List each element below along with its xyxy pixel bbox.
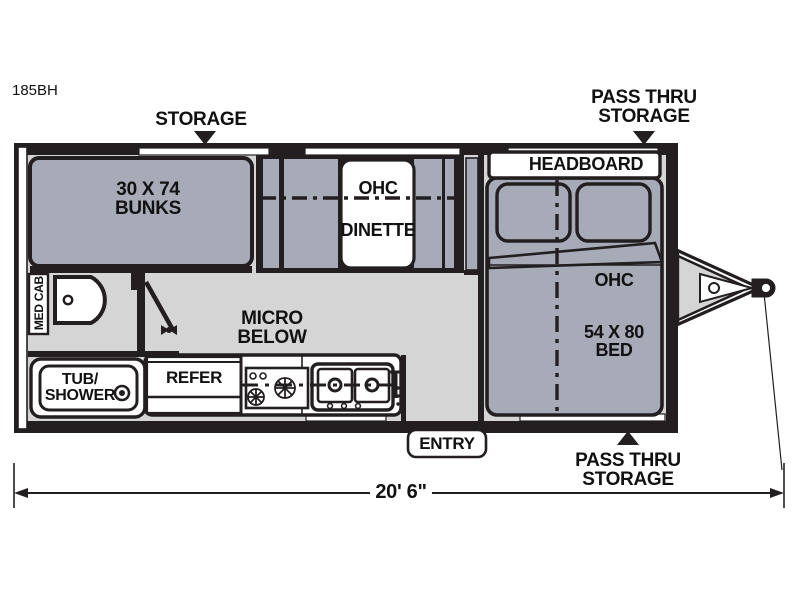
hitch-reference-line [763,292,783,471]
callout-arrows [194,131,655,445]
model-number: 185BH [12,82,58,99]
callout-pass-thru-bottom: PASS THRU STORAGE [575,450,681,491]
room-label-ohc-dinette: OHC [358,178,398,198]
kitchen [143,353,403,417]
bunk-wall-stub [30,266,252,290]
room-label-bed: 54 X 80 BED [584,322,644,361]
left-wall-band [17,146,28,430]
cooktop [244,366,310,410]
dinette-unit [256,155,457,273]
bedroom [485,150,664,417]
room-label-entry: ENTRY [419,434,475,453]
arrow-pass-thru-top [633,131,655,145]
callout-pass-thru-top: PASS THRU STORAGE [591,87,697,128]
med-cab-box [27,272,50,336]
refrigerator [145,355,243,415]
hitch-assembly [666,246,776,329]
night-cabinet [465,157,479,271]
overall-length-label: 20' 6" [375,481,427,503]
bathroom-door [144,280,177,335]
hallway-partitions [401,355,406,421]
room-label-med-cab: MED CAB [31,276,46,331]
arrow-storage [194,131,216,145]
room-label-micro-below: MICRO BELOW [237,308,307,349]
dimension-line [13,463,785,508]
room-label-dinette: DINETTE [340,220,416,240]
room-label-headboard: HEADBOARD [528,154,644,174]
entry-plate [406,428,488,459]
toilet-fixture [53,275,107,325]
arrow-pass-thru-bottom [617,431,639,445]
room-label-tub-shower: TUB/ SHOWER [44,371,116,405]
room-label-ohc-bed: OHC [594,270,634,290]
room-label-bunks: 30 X 74 BUNKS [114,179,182,220]
room-label-refer: REFER [165,368,223,387]
bathroom [27,272,179,419]
kitchen-sink [310,362,400,412]
callout-storage: STORAGE [155,109,247,130]
